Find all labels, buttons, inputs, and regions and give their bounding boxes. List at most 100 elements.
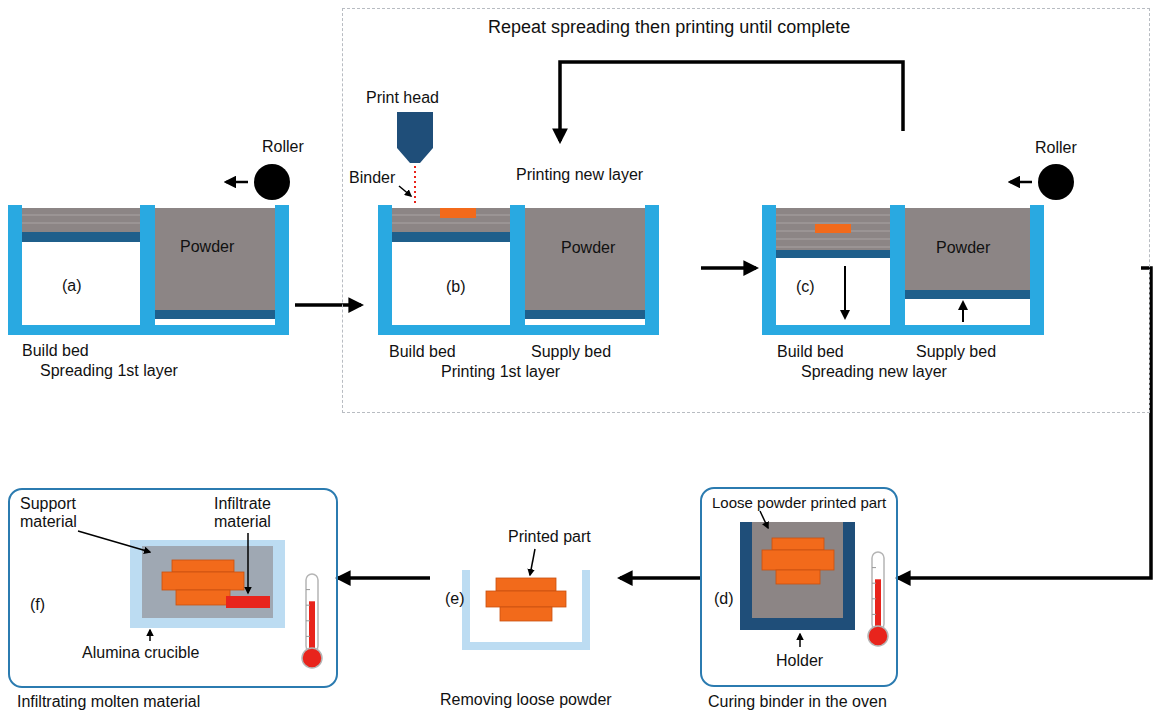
infiltrate-material	[226, 596, 270, 608]
step-label: (f)	[30, 596, 45, 614]
bed-floor	[378, 325, 659, 335]
support-material	[142, 546, 273, 618]
leader-line	[247, 533, 249, 593]
roller	[1038, 164, 1074, 200]
part-label: Print head	[366, 89, 439, 107]
process-stage: Printed part(e)Removing loose powder	[430, 525, 620, 715]
leader-line	[399, 186, 411, 196]
bed-wall	[8, 205, 22, 335]
flow-arrow	[560, 62, 903, 141]
flow-arrow	[295, 303, 361, 307]
step-label: (b)	[446, 278, 466, 296]
bed-wall	[510, 205, 525, 335]
thermometer-bulb	[302, 648, 322, 668]
part-label: Infiltrate material	[214, 495, 294, 532]
printed-part	[500, 607, 552, 621]
leader-line	[760, 511, 768, 528]
part-label: Holder	[776, 652, 823, 670]
printed-part	[772, 538, 824, 550]
bed-wall	[275, 205, 289, 335]
supply-platform	[905, 290, 1030, 299]
print-head	[397, 112, 433, 163]
supply-platform	[155, 310, 275, 319]
process-panel: Loose powder printed part(d)HolderCuring…	[700, 487, 898, 687]
loop-target-label: Printing new layer	[516, 166, 643, 184]
printed-part	[172, 560, 234, 572]
thermometer-bulb	[868, 626, 888, 646]
bed-wall	[140, 205, 155, 335]
loop-title: Repeat spreading then printing until com…	[488, 17, 850, 38]
step-caption: Spreading new layer	[801, 363, 947, 381]
thermometer-tick	[306, 620, 310, 621]
part-label: Support material	[20, 495, 100, 532]
step-label: (a)	[62, 277, 82, 295]
process-stage: RollerPowder(a)Build bedSpreading 1st la…	[5, 135, 295, 380]
thermometer	[872, 552, 884, 630]
leader-line	[799, 634, 801, 647]
printed-part	[496, 578, 556, 591]
layer-line	[776, 239, 890, 240]
powder-supply	[155, 208, 275, 310]
thermometer-tick	[306, 636, 310, 637]
part-label: Supply bed	[916, 343, 996, 361]
platform-up	[962, 302, 964, 322]
part-label: Loose powder printed part	[712, 494, 886, 511]
leader-line	[78, 531, 150, 552]
layer-line	[22, 215, 140, 216]
flow-arrow	[701, 266, 756, 270]
process-stage: Print headBinderPrinting new layer(b)Pow…	[361, 141, 701, 381]
part-label: Printed part	[508, 528, 591, 546]
printed-part	[486, 591, 566, 607]
powder-supply	[905, 208, 1030, 290]
part-label: Powder	[180, 238, 234, 256]
powder-layer	[22, 208, 140, 232]
roller-direction	[226, 181, 248, 184]
build-platform	[776, 250, 890, 258]
thermometer-tick	[872, 614, 876, 615]
flow-arrow	[898, 268, 1151, 578]
supply-platform	[525, 310, 645, 319]
powder-layer	[392, 208, 510, 232]
thermometer-tick	[306, 605, 310, 606]
binder-jet	[414, 166, 416, 206]
layer-line	[776, 247, 890, 248]
process-stage: RollerPowder(c)Build bedSupply bedSpread…	[756, 131, 1141, 381]
step-caption: Infiltrating molten material	[17, 693, 200, 711]
layer-line	[776, 215, 890, 216]
build-platform	[392, 232, 510, 242]
process-panel: Support materialInfiltrate material(f)Al…	[8, 488, 338, 688]
bed-wall	[890, 205, 905, 335]
powder-supply	[525, 208, 645, 310]
thermometer-mercury	[309, 601, 315, 652]
loose-powder	[752, 522, 843, 618]
bed-floor	[762, 325, 1044, 335]
bed-wall	[762, 205, 776, 335]
thermometer-mercury	[875, 579, 881, 630]
flow-arrow	[338, 576, 430, 580]
tray	[462, 570, 590, 650]
thermometer-tick	[872, 598, 876, 599]
bed-wall	[1030, 205, 1044, 335]
platform-down	[844, 266, 846, 318]
thermometer	[306, 574, 318, 652]
printed-layer	[440, 208, 476, 218]
part-label: Powder	[561, 239, 615, 257]
bed-wall	[645, 205, 659, 335]
thermometer-tick	[306, 589, 310, 590]
roller-direction	[1010, 181, 1032, 184]
step-label: (c)	[796, 278, 815, 296]
leader-line	[149, 630, 151, 641]
flow-arrow	[620, 576, 700, 580]
layer-line	[22, 223, 140, 224]
printed-part	[762, 550, 834, 570]
printed-part	[162, 572, 244, 590]
part-label: Roller	[262, 138, 304, 156]
thermometer-tick	[872, 583, 876, 584]
part-label: Build bed	[22, 342, 89, 360]
thermometer-tick	[872, 567, 876, 568]
leader-line	[530, 549, 535, 575]
part-label: Powder	[936, 239, 990, 257]
printed-part	[176, 590, 230, 605]
bed-wall	[378, 205, 392, 335]
